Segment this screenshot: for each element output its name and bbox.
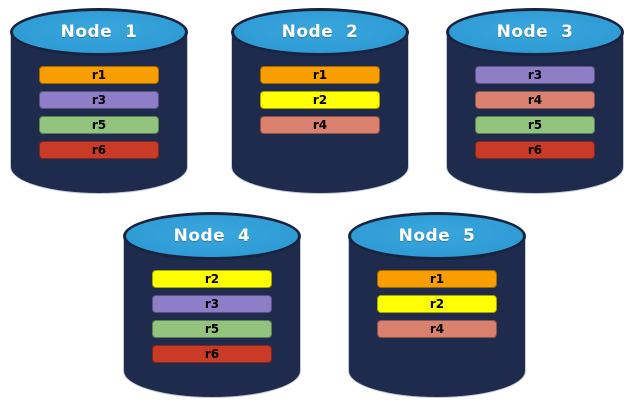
replica-bar: r6 — [475, 141, 595, 159]
cylinder-top-ellipse: Node 4 — [123, 212, 301, 260]
cylinder-top-ellipse: Node 2 — [231, 8, 409, 56]
node-cylinder-1: Node 1 r1 r3 r5 r6 — [10, 8, 188, 194]
replica-bar: r5 — [475, 116, 595, 134]
node-label: Node 5 — [398, 226, 476, 246]
node-cylinder-3: Node 3 r3 r4 r5 r6 — [446, 8, 624, 194]
node-cylinder-2: Node 2 r1 r2 r4 — [231, 8, 409, 194]
replica-bar: r3 — [39, 91, 159, 109]
node-label: Node 2 — [281, 22, 359, 42]
node-cylinder-5: Node 5 r1 r2 r4 — [348, 212, 526, 398]
replica-list: r3 r4 r5 r6 — [475, 66, 595, 159]
cylinder-body — [348, 236, 526, 398]
replica-bar: r2 — [152, 270, 272, 288]
cylinder-top-ellipse: Node 3 — [446, 8, 624, 56]
replica-bar: r2 — [377, 295, 497, 313]
node-label: Node 1 — [60, 22, 138, 42]
cylinder-body — [123, 236, 301, 398]
replica-bar: r4 — [475, 91, 595, 109]
replica-list: r1 r3 r5 r6 — [39, 66, 159, 159]
cylinder-body — [10, 32, 188, 194]
cylinder-body — [231, 32, 409, 194]
replica-bar: r4 — [377, 320, 497, 338]
replica-bar: r6 — [39, 141, 159, 159]
replica-bar: r2 — [260, 91, 380, 109]
node-cylinder-4: Node 4 r2 r3 r5 r6 — [123, 212, 301, 398]
replica-bar: r3 — [152, 295, 272, 313]
cylinder-body — [446, 32, 624, 194]
replica-bar: r6 — [152, 345, 272, 363]
replica-bar: r1 — [260, 66, 380, 84]
replica-bar: r5 — [39, 116, 159, 134]
replica-list: r2 r3 r5 r6 — [152, 270, 272, 363]
cylinder-top-ellipse: Node 1 — [10, 8, 188, 56]
replica-list: r1 r2 r4 — [377, 270, 497, 338]
replica-bar: r4 — [260, 116, 380, 134]
cylinder-top-ellipse: Node 5 — [348, 212, 526, 260]
node-label: Node 4 — [173, 226, 251, 246]
node-label: Node 3 — [496, 22, 574, 42]
replica-list: r1 r2 r4 — [260, 66, 380, 134]
replica-bar: r1 — [39, 66, 159, 84]
replica-bar: r1 — [377, 270, 497, 288]
replica-bar: r5 — [152, 320, 272, 338]
replica-bar: r3 — [475, 66, 595, 84]
